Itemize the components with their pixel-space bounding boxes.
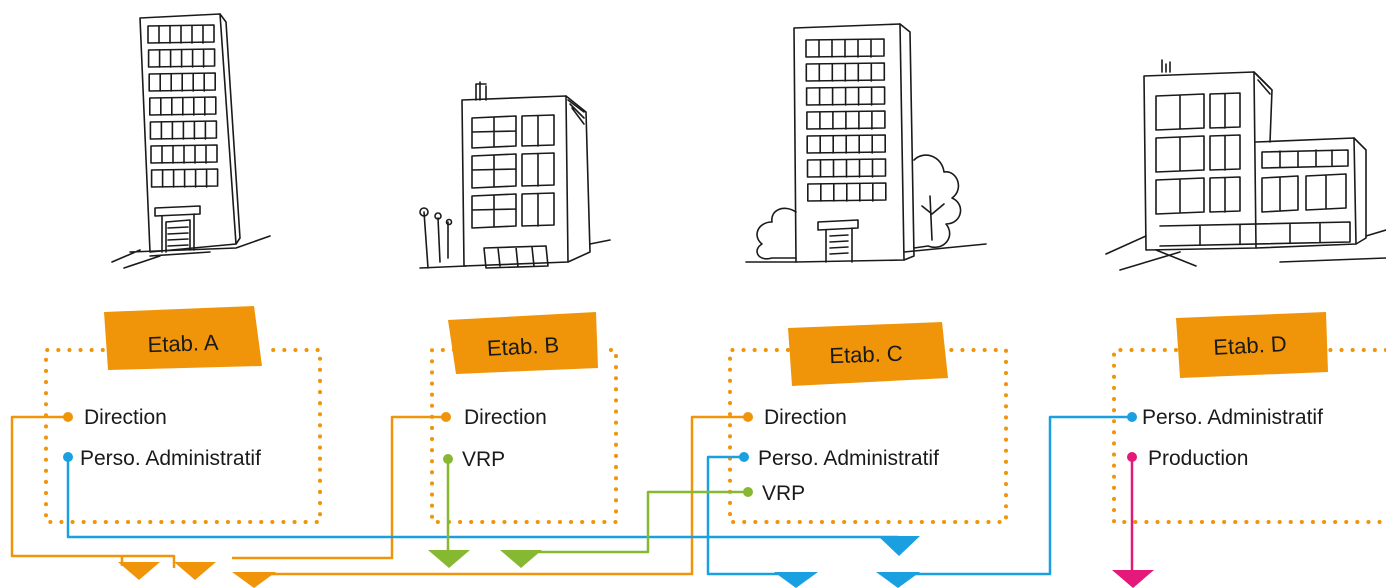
direction-b-dot: [441, 412, 451, 422]
connector-direction-c: [262, 415, 748, 576]
arrow-green-1: [428, 550, 470, 568]
etab-b-item-vrp: VRP: [462, 448, 505, 471]
establishment-box-b: [430, 348, 618, 524]
etab-a-item-perso-administratif: Perso. Administratif: [80, 447, 261, 470]
arrow-magenta-1: [1112, 570, 1154, 588]
etab-c-tag-label: Etab. C: [829, 341, 903, 369]
direction-c-dot: [743, 412, 753, 422]
connector-direction-a: [10, 415, 176, 568]
establishment-box-c: [728, 348, 1008, 524]
arrow-green-2: [500, 550, 542, 568]
tall-tower-building-icon: [111, 13, 271, 269]
arrow-orange-2: [174, 562, 216, 580]
arrow-blue-2: [774, 572, 818, 588]
small-apartment-building-icon: [419, 81, 611, 269]
production-d-dot: [1127, 452, 1137, 462]
etab-a-tag-label: Etab. A: [147, 330, 219, 357]
establishment-box-a: [44, 348, 322, 524]
connector-perso-d: [898, 415, 1132, 576]
etab-b-tag-label: Etab. B: [486, 332, 559, 361]
connector-vrp-c: [518, 490, 748, 560]
arrow-orange-3: [232, 572, 276, 588]
arrowheads: [118, 536, 1154, 588]
etab-c-item-perso-administratif: Perso. Administratif: [758, 447, 939, 470]
vrp-b-dot: [443, 454, 453, 464]
establishment-box-d: [1112, 348, 1386, 524]
perso-c-dot: [739, 452, 749, 462]
perso-a-dot: [63, 452, 73, 462]
etab-b-item-direction: Direction: [464, 406, 547, 429]
etab-a-item-direction: Direction: [84, 406, 167, 429]
etab-d-item-perso-administratif: Perso. Administratif: [1142, 406, 1323, 429]
etab-d-tag-label: Etab. D: [1213, 331, 1288, 360]
vrp-c-dot: [743, 487, 753, 497]
etab-c-tag: Etab. C: [788, 322, 948, 386]
tower-with-trees-building-icon: [745, 23, 987, 263]
etab-d-item-production: Production: [1148, 447, 1248, 470]
etab-d-tag: Etab. D: [1176, 312, 1328, 378]
etab-c-item-vrp: VRP: [762, 482, 805, 505]
arrow-blue-1: [878, 536, 920, 556]
etab-b-tag: Etab. B: [448, 312, 598, 374]
etab-a-tag: Etab. A: [104, 306, 262, 370]
etab-c-item-direction: Direction: [764, 406, 847, 429]
arrow-orange-1: [118, 562, 160, 580]
arrow-blue-3: [876, 572, 920, 588]
connector-perso-c: [706, 455, 796, 576]
low-office-building-icon: [1105, 59, 1386, 271]
perso-d-dot: [1127, 412, 1137, 422]
connector-direction-b: [232, 415, 446, 560]
direction-a-dot: [63, 412, 73, 422]
